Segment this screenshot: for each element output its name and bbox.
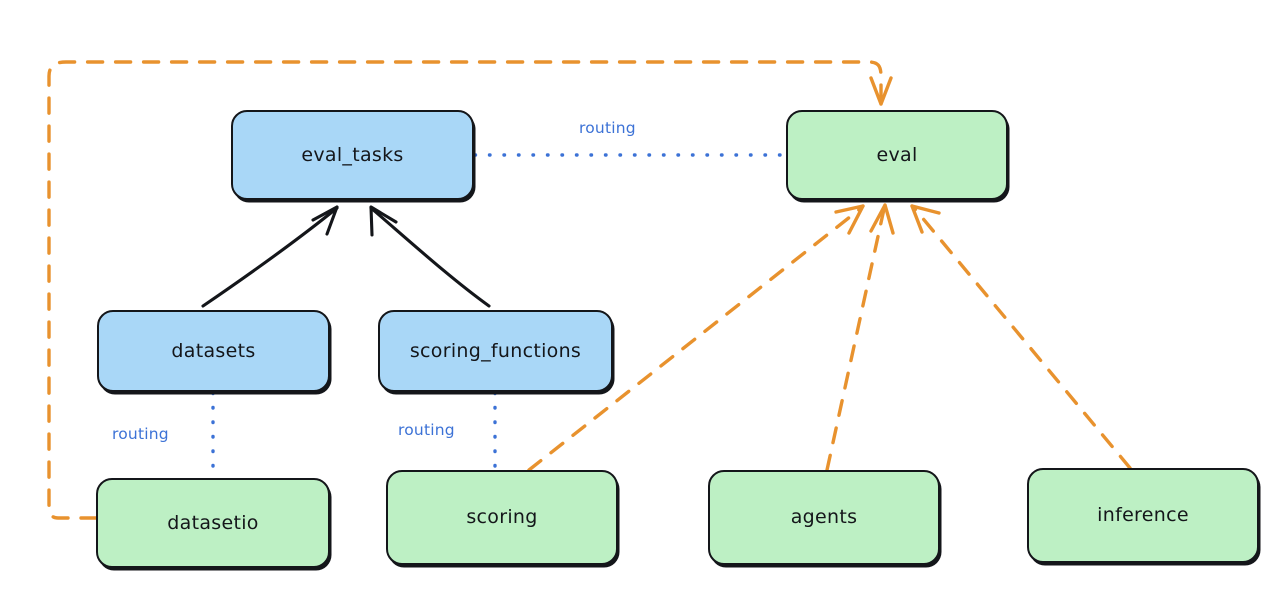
edge-label-routing-eval_tasks-eval: routing	[579, 119, 636, 137]
node-label: eval	[876, 143, 918, 166]
node-label: scoring	[466, 506, 538, 528]
node-scoring_functions[interactable]: scoring_functions	[378, 310, 613, 392]
node-datasetio[interactable]: datasetio	[96, 478, 330, 568]
node-label: scoring_functions	[409, 339, 582, 362]
edge-datasets-to-eval_tasks	[201, 205, 339, 308]
node-label: eval_tasks	[301, 143, 404, 166]
edge-agents-to-eval	[825, 203, 895, 472]
node-scoring[interactable]: scoring	[386, 470, 618, 565]
node-datasets[interactable]: datasets	[97, 310, 330, 392]
edge-label-routing-datasets-datasetio: routing	[112, 425, 169, 443]
node-inference[interactable]: inference	[1027, 468, 1259, 563]
edge-scoring_functions-to-eval_tasks	[369, 205, 491, 308]
node-eval[interactable]: eval	[786, 110, 1008, 200]
node-label: inference	[1097, 504, 1189, 526]
node-eval_tasks[interactable]: eval_tasks	[231, 110, 474, 200]
node-label: datasets	[171, 339, 256, 362]
node-label: datasetio	[167, 511, 259, 534]
node-agents[interactable]: agents	[708, 470, 940, 565]
node-label: agents	[790, 506, 858, 528]
edge-label-routing-scoring_functions-scoring: routing	[398, 421, 455, 439]
edge-inference-to-eval	[910, 204, 1132, 470]
